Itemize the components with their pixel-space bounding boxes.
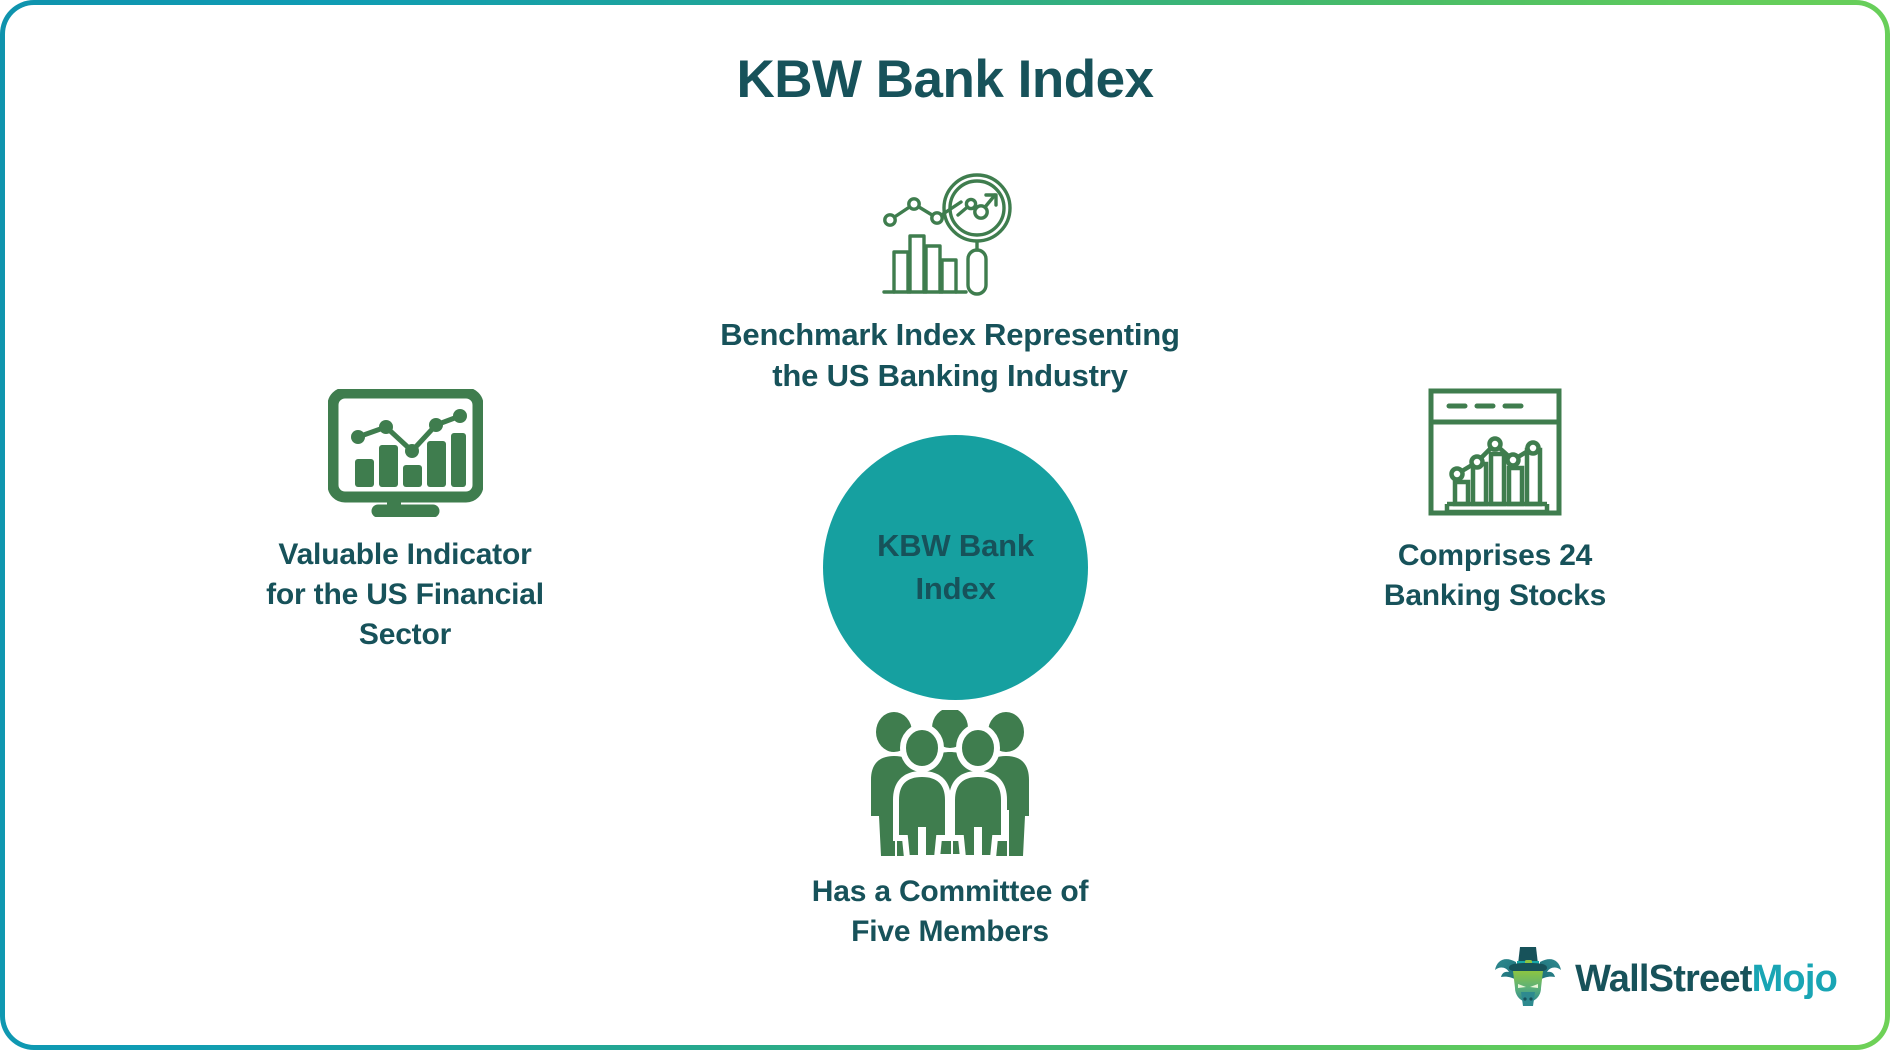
logo-text-accent: Mojo xyxy=(1751,958,1838,1000)
node-valuable-indicator: Valuable Indicator for the US Financial … xyxy=(175,387,635,655)
node-label: Valuable Indicator for the US Financial … xyxy=(266,538,544,651)
logo-wordmark: WallStreetMojo xyxy=(1575,958,1838,1001)
infographic-canvas: KBW Bank Index xyxy=(5,5,1885,1045)
logo-text-primary: WallStreet xyxy=(1575,958,1752,1000)
wallstreetmojo-logo[interactable]: WallStreetMojo xyxy=(1493,944,1838,1015)
node-label: Comprises 24 Banking Stocks xyxy=(1383,539,1607,612)
bull-mascot-icon xyxy=(1493,944,1563,1015)
node-label: Has a Committee of Five Members xyxy=(811,875,1089,948)
center-hub-kbw-bank-index: KBW Bank Index xyxy=(823,435,1088,700)
center-label-line2: Index xyxy=(915,570,996,606)
node-benchmark-index: Benchmark Index Representing the US Bank… xyxy=(550,165,1350,396)
monitor-bar-chart-icon xyxy=(175,387,635,517)
window-bar-chart-icon xyxy=(1265,383,1725,518)
node-label: Benchmark Index Representing the US Bank… xyxy=(720,317,1180,394)
center-label-line1: KBW Bank xyxy=(877,527,1034,563)
five-people-group-icon xyxy=(590,710,1310,858)
page-title: KBW Bank Index xyxy=(736,50,1154,109)
magnifier-chart-icon xyxy=(550,165,1350,300)
node-comprises-stocks: Comprises 24 Banking Stocks xyxy=(1265,383,1725,616)
node-committee-members: Has a Committee of Five Members xyxy=(590,710,1310,952)
